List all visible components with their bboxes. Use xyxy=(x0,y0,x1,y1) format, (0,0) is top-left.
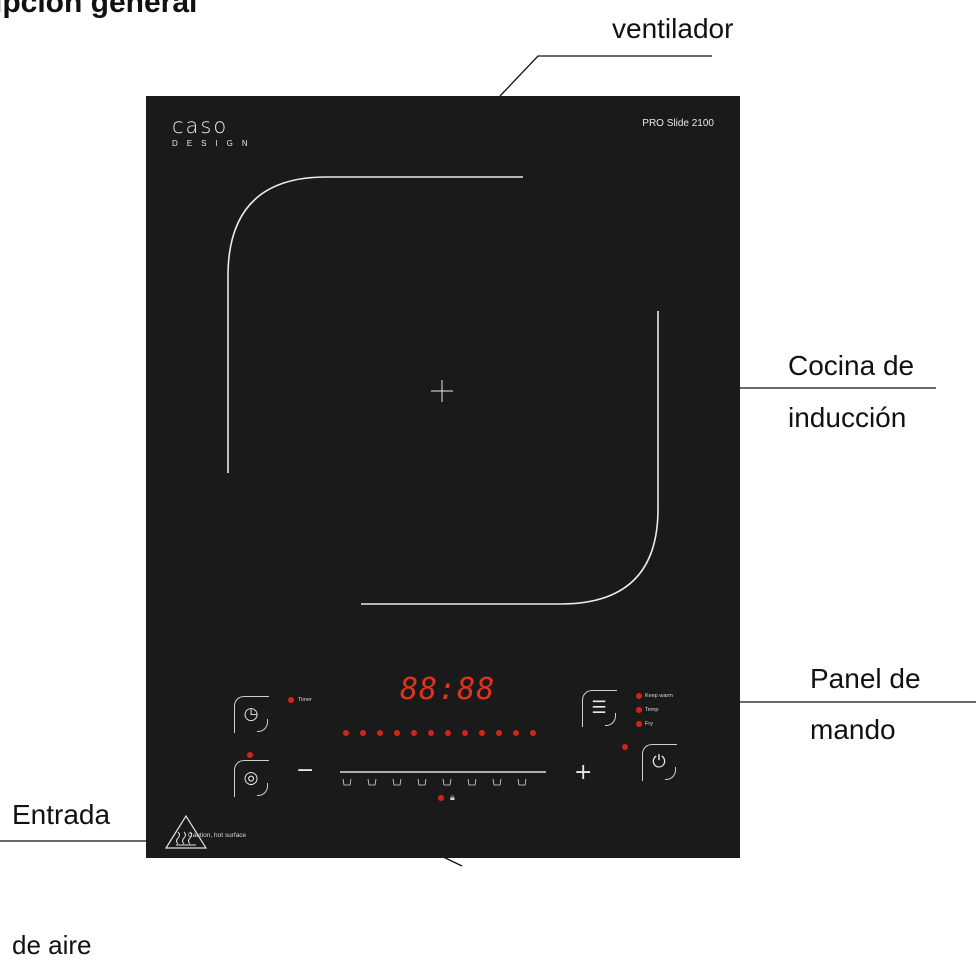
power-level-led xyxy=(343,730,349,736)
power-level-led xyxy=(360,730,366,736)
power-button[interactable]: ⏻ xyxy=(642,744,677,781)
minus-button[interactable]: − xyxy=(296,758,315,783)
pot-icons xyxy=(342,778,527,786)
pot-icon xyxy=(392,778,402,786)
zone-outline-top-left xyxy=(227,176,523,473)
timer-label: Timer xyxy=(298,697,312,703)
brand-logo: caso DESIGN xyxy=(172,114,257,148)
label-panel-1: Panel de xyxy=(810,663,921,694)
hob-ring-icon: ◎ xyxy=(243,768,259,788)
pot-icon xyxy=(342,778,352,786)
mode-keep-warm: Keep warm xyxy=(645,693,673,699)
cooking-zone xyxy=(164,176,659,849)
power-level-led xyxy=(462,730,468,736)
mode-temp: Temp xyxy=(645,707,659,713)
power-level-led xyxy=(513,730,519,736)
menu-list-icon: ☰ xyxy=(591,698,607,718)
label-cooktop-1: Cocina de xyxy=(788,350,915,381)
timer-display: 88:88 xyxy=(400,672,496,707)
pot-icon xyxy=(367,778,377,786)
power-level-led xyxy=(530,730,536,736)
power-level-led xyxy=(411,730,417,736)
mode-fry: Fry xyxy=(645,721,653,727)
label-air-1: Entrada xyxy=(12,799,111,830)
plus-button[interactable]: + xyxy=(574,760,593,785)
menu-button[interactable]: ☰ xyxy=(582,690,617,727)
caution-label: Caution, hot surface xyxy=(188,832,247,839)
lock-led xyxy=(438,795,444,801)
label-fan: ventilador xyxy=(612,13,734,44)
power-level-led xyxy=(428,730,434,736)
clock-icon: ◷ xyxy=(243,704,259,724)
keep-warm-led xyxy=(636,693,642,699)
power-level-led xyxy=(496,730,502,736)
pot-icon xyxy=(467,778,477,786)
power-icon: ⏻ xyxy=(652,752,666,772)
timer-led xyxy=(288,697,294,703)
power-led xyxy=(622,744,628,750)
power-level-leds xyxy=(343,730,543,738)
pot-icon xyxy=(517,778,527,786)
power-level-led xyxy=(377,730,383,736)
section-heading: ipción general xyxy=(0,0,198,19)
power-level-led xyxy=(394,730,400,736)
warning-triangle-icon xyxy=(164,814,208,849)
pot-icon xyxy=(442,778,452,786)
pot-icon xyxy=(492,778,502,786)
power-level-led xyxy=(479,730,485,736)
zone-button[interactable]: ◎ xyxy=(234,760,269,797)
timer-button[interactable]: ◷ xyxy=(234,696,269,733)
label-panel-2: mando xyxy=(810,714,896,745)
fry-led xyxy=(636,721,642,727)
induction-hob: caso DESIGN PRO Slide 2100 88:88 ◷ Timer xyxy=(146,96,740,858)
lock-icon[interactable]: 🔒︎ xyxy=(450,792,455,802)
pot-icon xyxy=(417,778,427,786)
label-cooktop-2: inducción xyxy=(788,402,907,433)
zone-led xyxy=(247,752,253,758)
label-air-2: de aire xyxy=(12,930,92,960)
temp-led xyxy=(636,707,642,713)
power-level-led xyxy=(445,730,451,736)
zone-center-cross xyxy=(431,380,453,402)
leader-fan xyxy=(499,55,712,97)
zone-outline-bottom-right xyxy=(361,311,659,605)
model-name: PRO Slide 2100 xyxy=(642,118,714,129)
